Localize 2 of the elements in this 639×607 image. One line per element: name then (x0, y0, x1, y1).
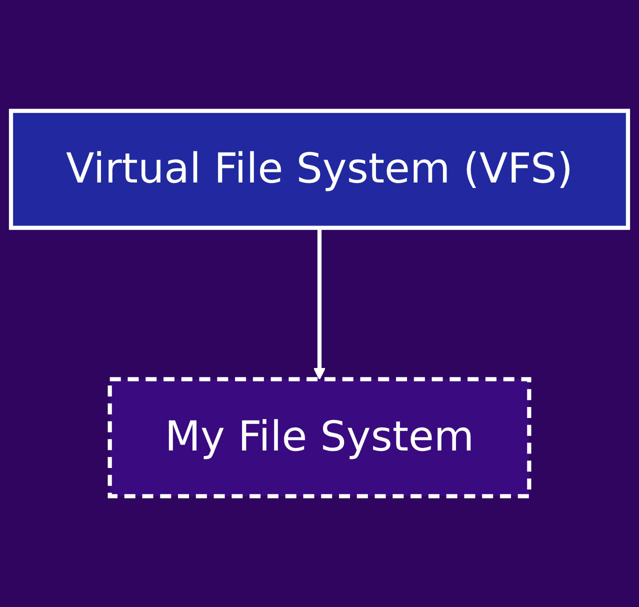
node-box: My File System (108, 377, 532, 498)
node-box: Virtual File System (VFS) (8, 108, 630, 230)
